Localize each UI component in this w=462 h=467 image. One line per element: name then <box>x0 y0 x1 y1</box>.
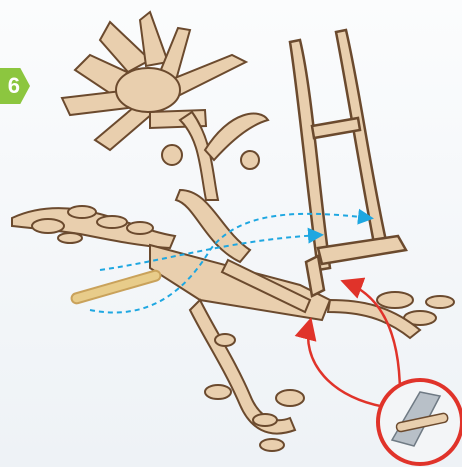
base-platform <box>150 190 330 320</box>
detail-inset <box>378 380 462 464</box>
left-leaf-branch <box>12 206 175 248</box>
ladder-frame <box>290 30 406 296</box>
wooden-pin <box>70 270 161 305</box>
lower-leaf-branch <box>190 300 304 451</box>
flower-head <box>62 12 246 150</box>
